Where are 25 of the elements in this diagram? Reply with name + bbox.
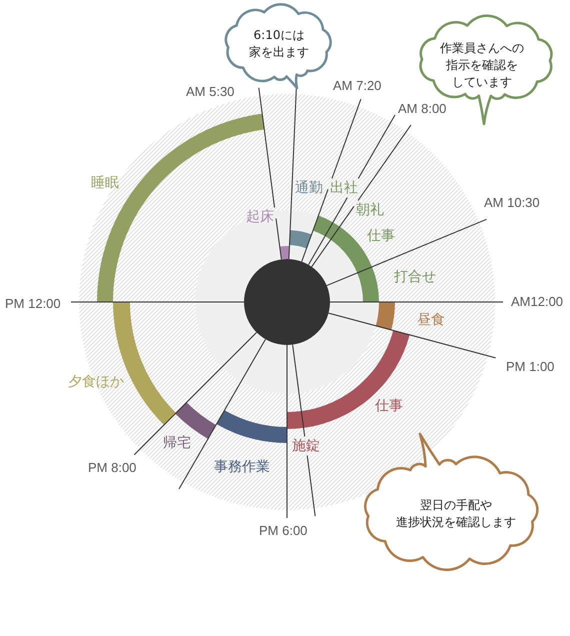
activity-label: 仕事 — [375, 398, 403, 414]
time-label: AM 8:00 — [398, 100, 446, 116]
activity-label: 夕食ほか — [68, 374, 124, 390]
time-label: PM 1:00 — [506, 358, 554, 374]
activity-label: 出社 — [330, 180, 358, 196]
activity-label: 仕事 — [367, 228, 395, 244]
time-label: AM 5:30 — [186, 84, 234, 98]
bubble-text: 6:10には家を出ます — [249, 27, 309, 61]
activity-label: 睡眠 — [91, 176, 119, 190]
activity-label: 昼食 — [417, 312, 445, 328]
activity-label: 朝礼 — [356, 202, 384, 218]
activity-label: 事務作業 — [214, 460, 270, 474]
time-label: AM12:00 — [511, 294, 564, 308]
time-label: AM 7:20 — [333, 78, 382, 92]
activity-label: 帰宅 — [163, 436, 191, 450]
time-label: PM 12:00 — [5, 296, 61, 310]
bubble-text: 翌日の手配や進捗状況を確認します — [396, 497, 516, 531]
bubble-text: 作業員さんへの指示を確認をしています — [440, 40, 524, 90]
activity-label: 通勤 — [295, 180, 323, 196]
time-label: AM 10:30 — [484, 194, 540, 210]
activity-label: 起床 — [246, 210, 274, 224]
time-label: PM 8:00 — [88, 460, 136, 474]
activity-label: 施錠 — [292, 438, 320, 454]
activity-label: 打合せ — [394, 270, 436, 284]
time-label: PM 6:00 — [259, 522, 308, 538]
